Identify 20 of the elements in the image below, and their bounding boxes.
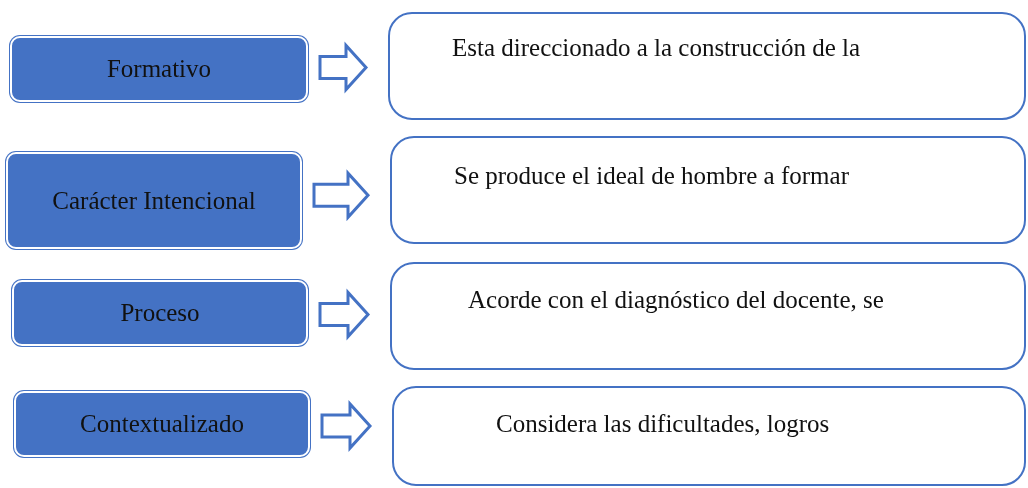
description-text: Acorde con el diagnóstico del docente, se [468,286,884,314]
category-box [14,391,310,457]
category-box [10,36,308,102]
description-box [390,136,1026,244]
description-text: Esta direccionado a la construcción de la [452,34,861,62]
block-arrow [320,400,373,452]
category-label: Proceso [120,298,200,329]
block-arrow [318,41,369,94]
category-label: Formativo [106,54,212,85]
block-arrow [318,288,371,341]
description-text: Se produce el ideal de hombre a formar [454,162,849,190]
description-text: Considera las dificultades, logros [496,410,830,438]
category-box [6,152,302,249]
block-arrow [312,169,371,222]
category-label: Carácter Intencional [52,185,256,216]
category-label: Contextualizado [80,409,244,440]
description-box [390,262,1026,370]
description-box [392,386,1026,486]
category-box [12,280,308,346]
description-box [388,12,1026,120]
